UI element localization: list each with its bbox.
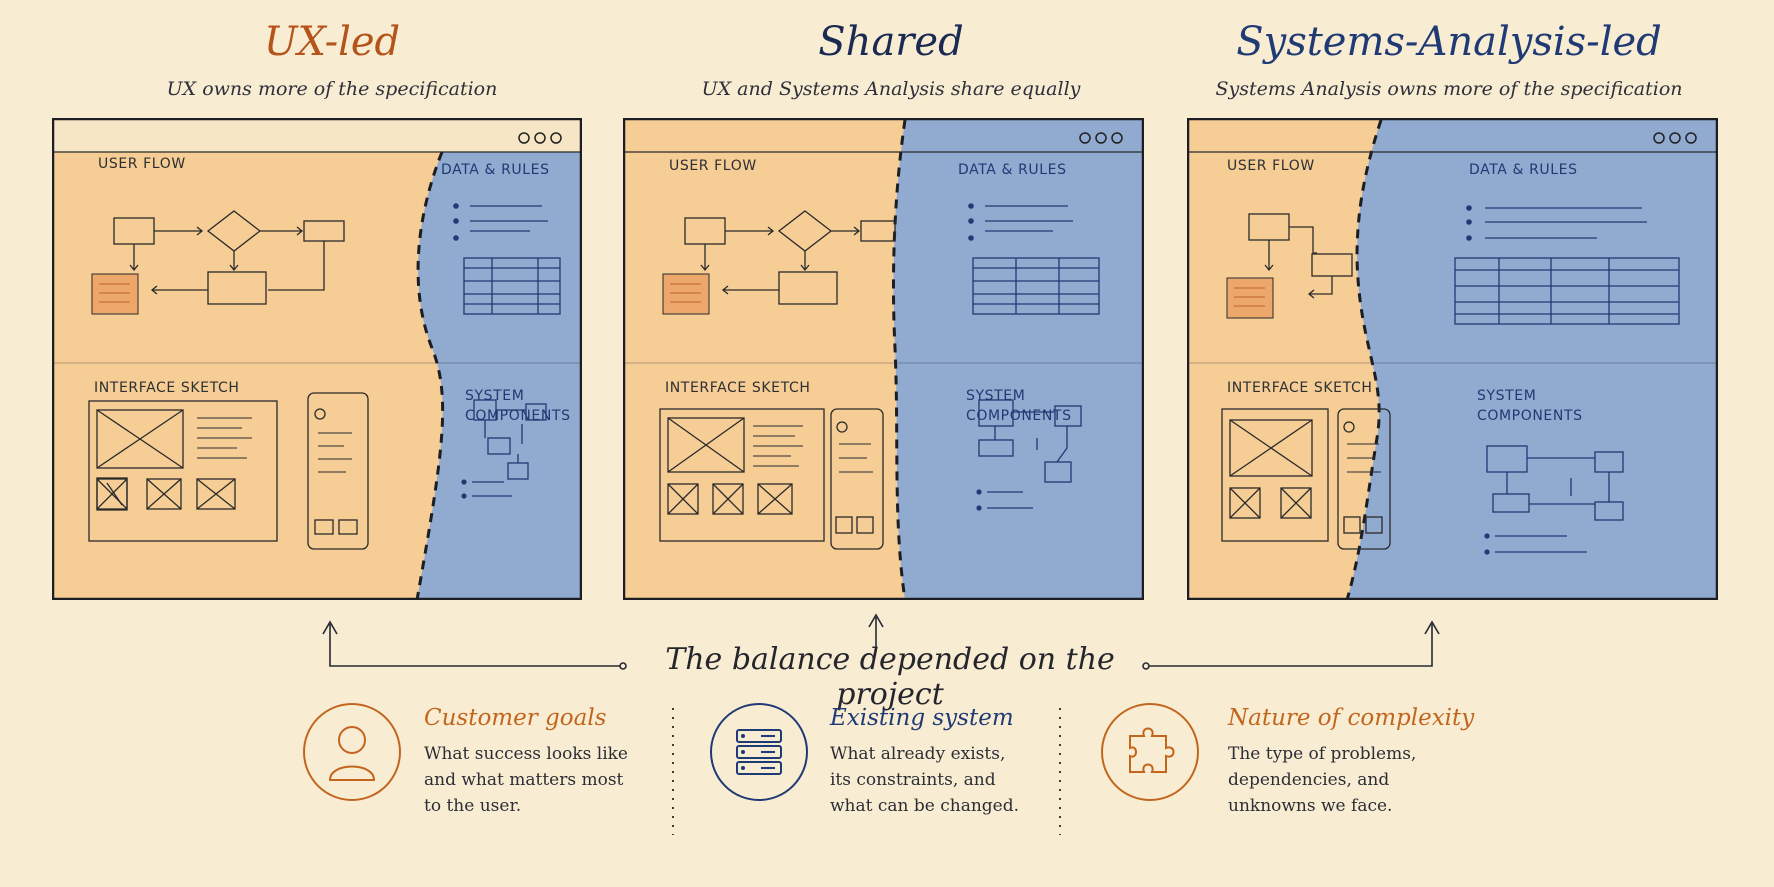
interface-sketch-label: INTERFACE SKETCH (94, 380, 240, 396)
data-rules-label: DATA & RULES (441, 162, 550, 178)
sa-led-header: Systems-Analysis-led Systems Analysis ow… (1169, 20, 1729, 100)
factor-existing-system: Existing system What already exists,its … (830, 705, 1050, 819)
shared-header: Shared UX and Systems Analysis share equ… (611, 20, 1171, 100)
components-label: COMPONENTS (1477, 408, 1583, 424)
interface-sketch-label: INTERFACE SKETCH (1227, 380, 1373, 396)
column-title: UX-led (263, 19, 401, 65)
interface-sketch-label: INTERFACE SKETCH (665, 380, 811, 396)
factor-title: Existing system (830, 705, 1014, 731)
user-flow-label: USER FLOW (1227, 158, 1315, 174)
column-subtitle: Systems Analysis owns more of the specif… (1215, 78, 1683, 100)
ux-led-header: UX-led UX owns more of the specification (52, 20, 612, 100)
system-label: SYSTEM (966, 388, 1026, 404)
components-label: COMPONENTS (966, 408, 1072, 424)
server-icon (709, 702, 809, 806)
puzzle-icon (1100, 702, 1200, 806)
user-flow-label: USER FLOW (98, 156, 186, 172)
column-subtitle: UX and Systems Analysis share equally (701, 78, 1081, 100)
column-subtitle: UX owns more of the specification (166, 78, 498, 100)
ux-led-frame: USER FLOW INTERFACE SKETCH DATA & RULES … (52, 118, 582, 600)
factor-title: Customer goals (424, 705, 607, 731)
sa-led-frame: USER FLOW INTERFACE SKETCH DATA & RULES … (1187, 118, 1718, 600)
factor-nature-of-complexity: Nature of complexity The type of problem… (1228, 705, 1474, 819)
data-rules-label: DATA & RULES (1469, 162, 1578, 178)
column-title: Systems-Analysis-led (1236, 19, 1662, 65)
factor-title: Nature of complexity (1228, 705, 1475, 731)
column-title: Shared (818, 19, 964, 65)
data-rules-label: DATA & RULES (958, 162, 1067, 178)
user-flow-label: USER FLOW (669, 158, 757, 174)
balance-statement: The balance depended on the project (665, 642, 1115, 712)
system-label: SYSTEM (1477, 388, 1537, 404)
system-label: SYSTEM (465, 388, 525, 404)
person-icon (302, 702, 402, 806)
components-label: COMPONENTS (465, 408, 571, 424)
shared-frame: USER FLOW INTERFACE SKETCH DATA & RULES … (623, 118, 1144, 600)
factor-description: What already exists,its constraints, and… (830, 744, 1020, 816)
